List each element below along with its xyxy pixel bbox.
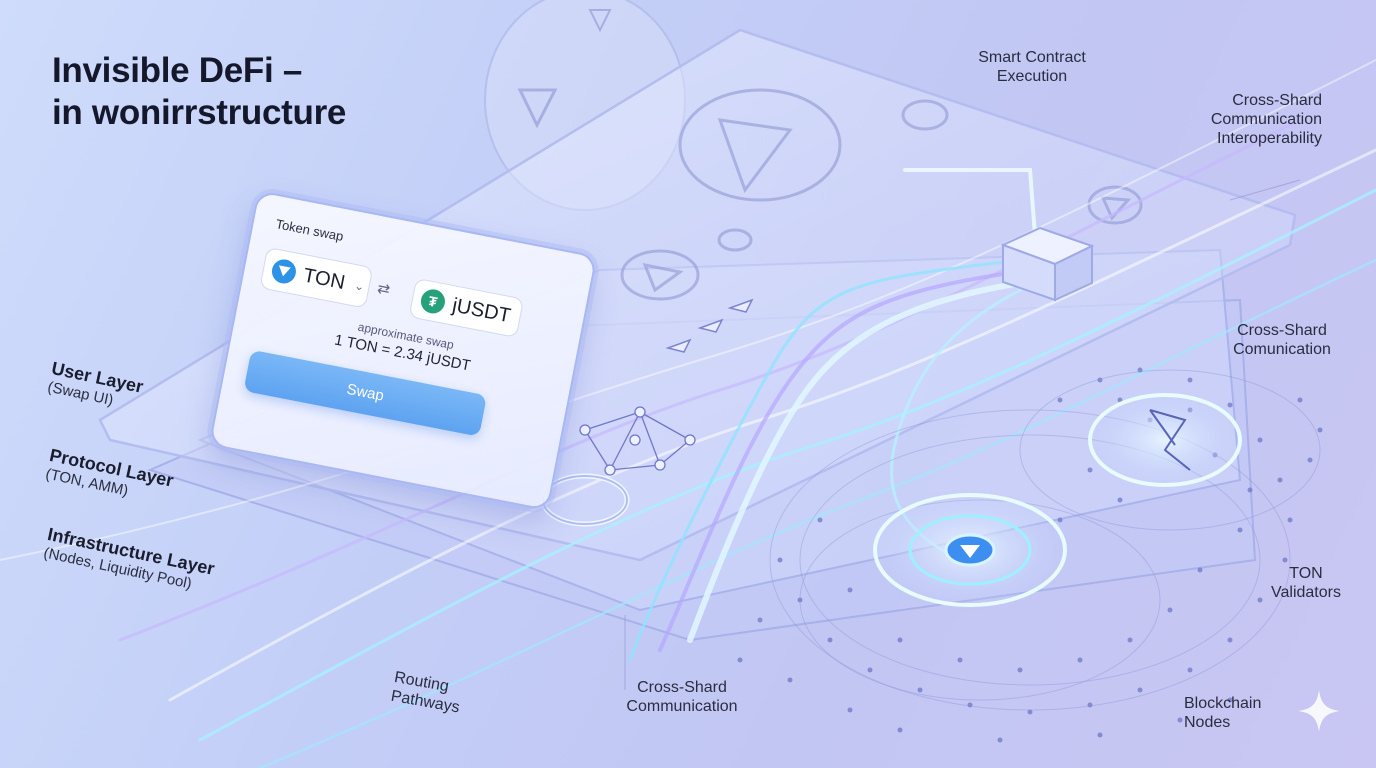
callout-line: Interoperability	[1217, 130, 1322, 147]
blockchain-node-network	[737, 367, 1323, 743]
usdt-icon: ₮	[418, 287, 448, 316]
callout-cross-shard-bottom: Cross-Shard Communication	[612, 678, 752, 716]
ghost-triangle-icons	[620, 88, 1143, 301]
callout-line: Validators	[1271, 584, 1341, 601]
ton-icon	[269, 257, 299, 286]
callout-line: Communication	[626, 698, 738, 715]
page-title: Invisible DeFi – in wonirrstructure	[52, 50, 346, 134]
callout-blockchain-nodes: Blockchain Nodes	[1184, 694, 1294, 732]
ton-validator-icon	[944, 533, 996, 567]
title-line-1: Invisible DeFi –	[52, 51, 303, 90]
swirl-node-icon	[1149, 409, 1191, 471]
to-token-select[interactable]: ₮ jUSDT	[408, 277, 525, 339]
callout-line: Communication	[1210, 111, 1322, 128]
callout-ton-validators: TON Validators	[1256, 564, 1356, 602]
callout-line: Cross-Shard	[1232, 92, 1322, 109]
to-token-label: jUSDT	[450, 293, 513, 327]
from-token-label: TON	[301, 263, 347, 294]
smart-contract-cube	[1000, 226, 1095, 302]
swap-card-title: Token swap	[274, 216, 345, 244]
routing-arrow-icons	[665, 298, 754, 353]
chevron-down-icon: ⌄	[353, 278, 366, 294]
from-token-select[interactable]: TON ⌄	[259, 246, 374, 309]
callout-line: Smart Contract	[978, 49, 1086, 66]
callout-line: Cross-Shard	[637, 679, 727, 696]
title-line-2: in wonirrstructure	[52, 93, 347, 132]
amm-protocol-network	[579, 406, 696, 476]
callout-smart-contract: Smart Contract Execution	[962, 48, 1102, 86]
callout-cross-shard-top: Cross-Shard Communication Interoperabili…	[1170, 91, 1322, 148]
swap-direction-icon[interactable]: ⇄	[375, 279, 392, 299]
callout-line: TON	[1289, 565, 1323, 582]
callout-line: Comunication	[1233, 341, 1331, 358]
callout-line: Nodes	[1184, 714, 1231, 731]
callout-line: Cross-Shard	[1237, 322, 1327, 339]
label-connectors	[624, 179, 1301, 690]
sparkle-icon	[1298, 690, 1340, 732]
callout-line: Execution	[996, 68, 1068, 85]
callout-line: Blockchain	[1184, 695, 1262, 712]
callout-cross-shard-right: Cross-Shard Comunication	[1212, 321, 1352, 359]
